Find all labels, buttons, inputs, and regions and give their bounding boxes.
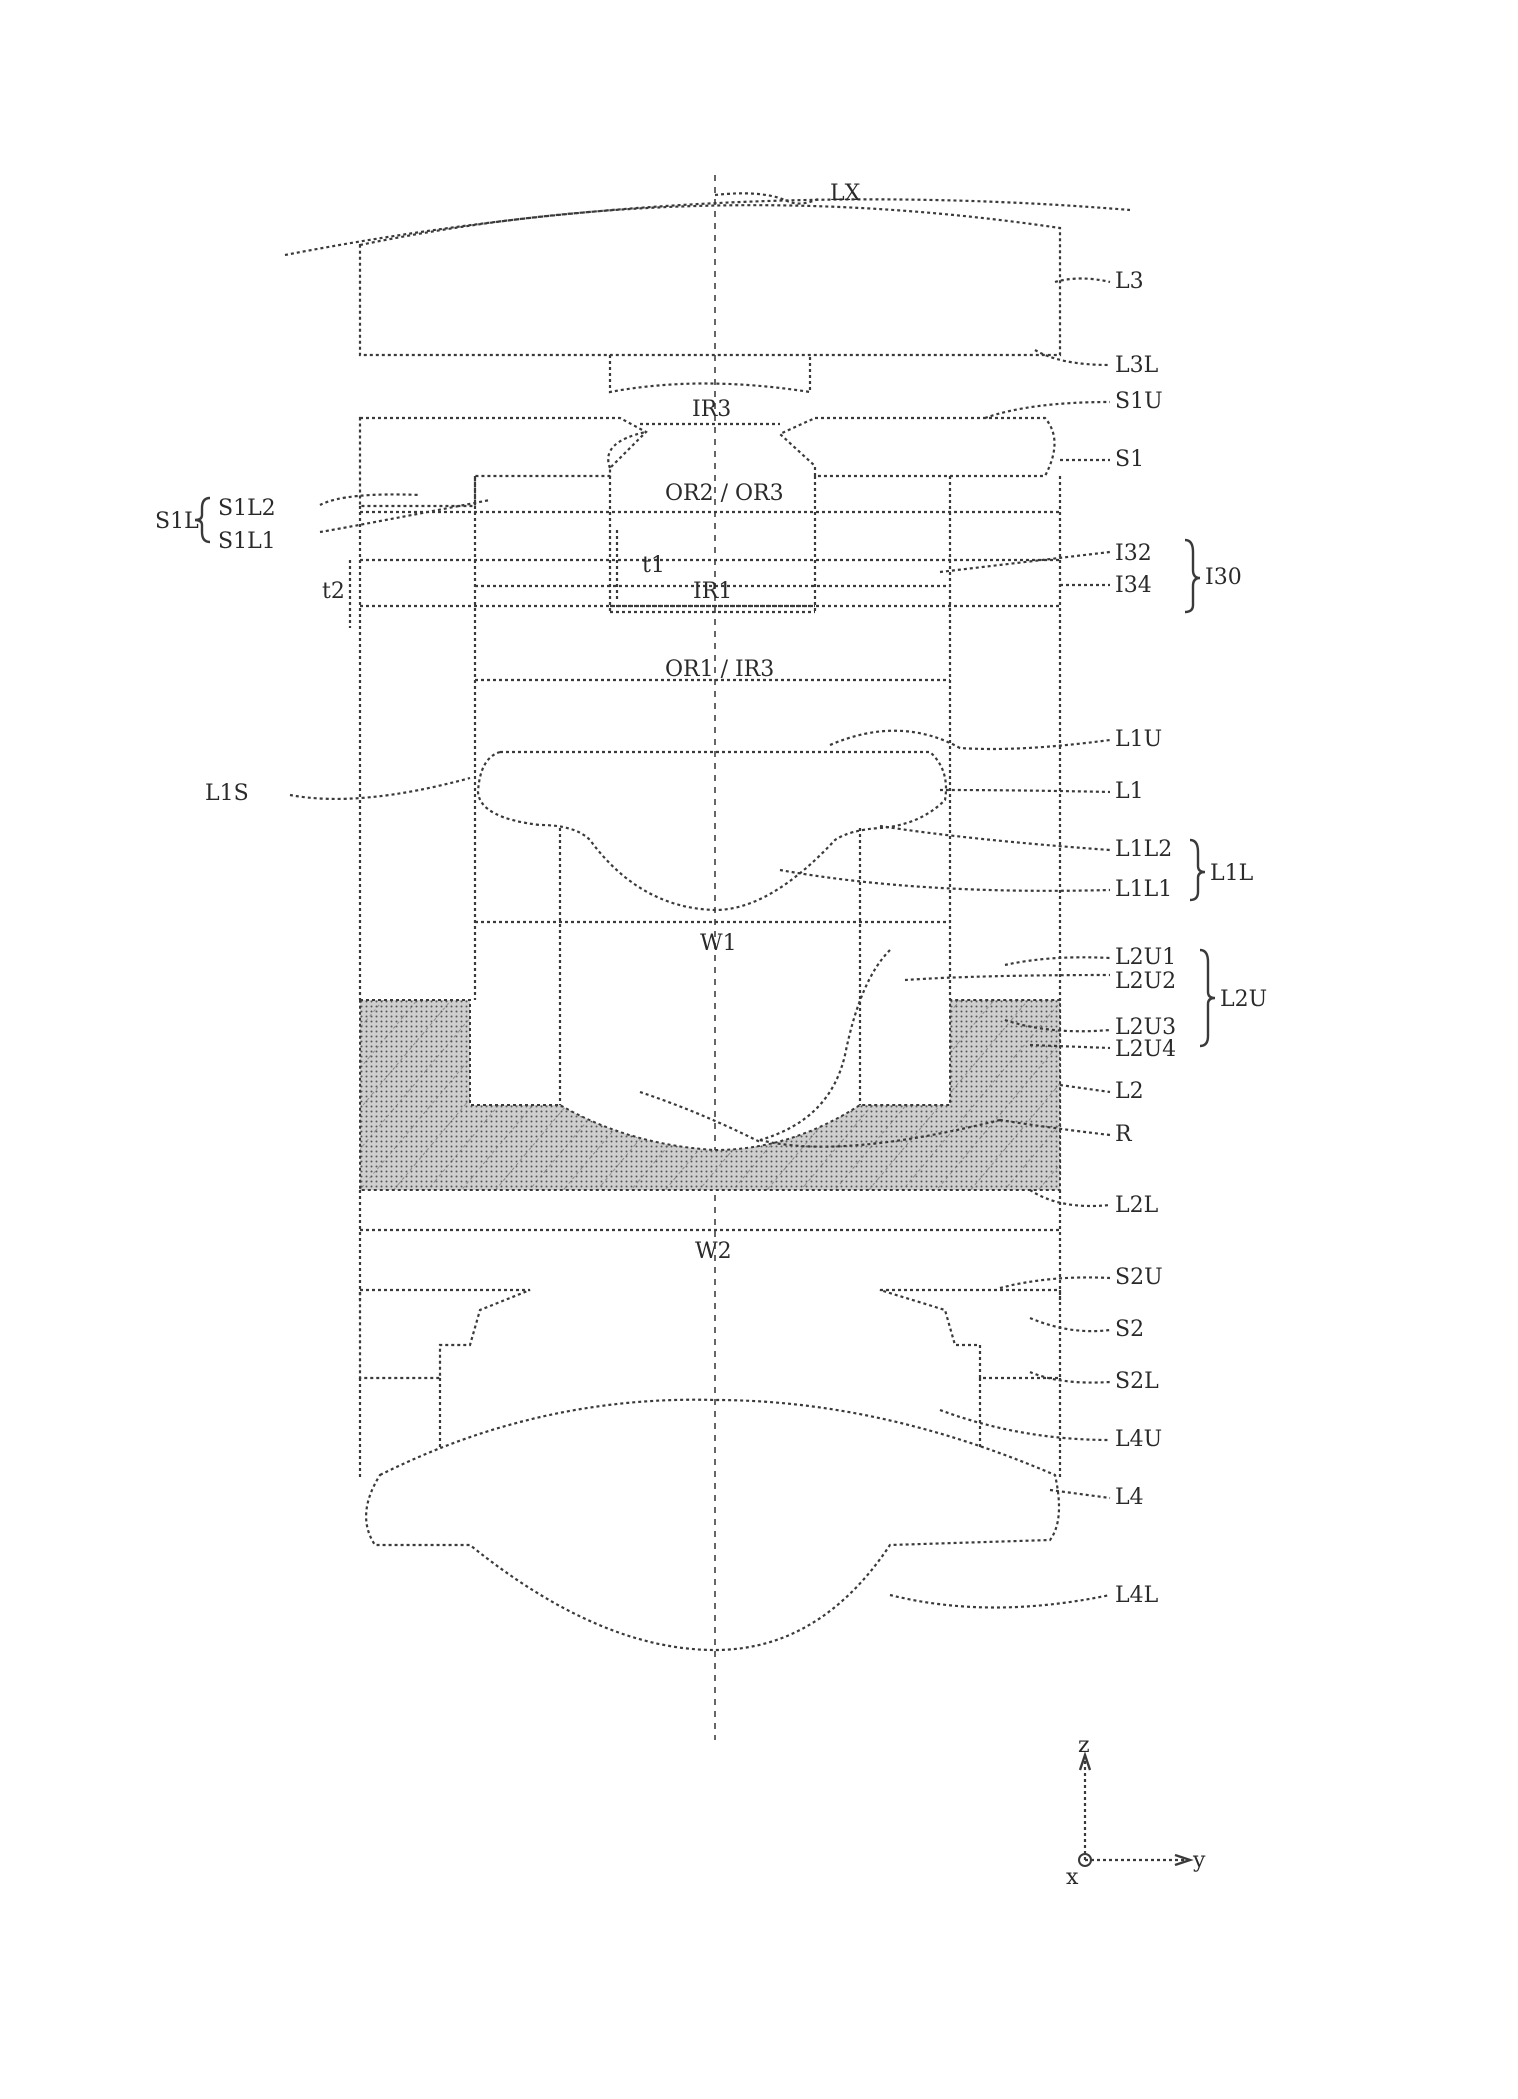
coordinate-axes xyxy=(1079,1755,1190,1866)
label-l1u: L1U xyxy=(1115,727,1162,752)
label-l1l2: L1L2 xyxy=(1115,837,1172,862)
label-l2u4: L2U4 xyxy=(1115,1037,1176,1062)
label-l3l: L3L xyxy=(1115,353,1159,378)
spacer-s2 xyxy=(360,1290,1060,1378)
label-l4u: L4U xyxy=(1115,1427,1162,1452)
label-or1-ir3: OR1 / IR3 xyxy=(665,657,774,682)
label-s1: S1 xyxy=(1115,447,1144,472)
label-s2l: S2L xyxy=(1115,1369,1159,1394)
label-l1l1: L1L1 xyxy=(1115,877,1172,902)
label-axis-x: x xyxy=(1066,1865,1079,1890)
brace-l1l xyxy=(1190,840,1205,900)
label-s1l2: S1L2 xyxy=(218,496,276,521)
label-t2: t2 xyxy=(322,579,345,604)
label-ir3-top: IR3 xyxy=(692,397,731,422)
label-i34: I34 xyxy=(1115,573,1152,598)
label-l2u: L2U xyxy=(1220,987,1267,1012)
lens-l2 xyxy=(360,950,1060,1190)
label-l2: L2 xyxy=(1115,1079,1144,1104)
label-l4: L4 xyxy=(1115,1485,1144,1510)
label-l2l: L2L xyxy=(1115,1193,1159,1218)
label-ir1: IR1 xyxy=(693,579,732,604)
label-l1s: L1S xyxy=(205,781,249,806)
label-l2u2: L2U2 xyxy=(1115,969,1176,994)
label-w1: W1 xyxy=(700,931,737,956)
lens-l4 xyxy=(366,1400,1059,1650)
label-s1l1: S1L1 xyxy=(218,529,276,554)
label-l3: L3 xyxy=(1115,269,1144,294)
label-r: R xyxy=(1115,1122,1133,1147)
label-w2: W2 xyxy=(695,1239,732,1264)
label-l4l: L4L xyxy=(1115,1583,1159,1608)
brace-l2u xyxy=(1200,950,1215,1046)
label-or2-or3: OR2 / OR3 xyxy=(665,481,784,506)
brace-i30 xyxy=(1185,540,1200,612)
label-l2u1: L2U1 xyxy=(1115,945,1176,970)
label-i32: I32 xyxy=(1115,541,1152,566)
label-axis-y: y xyxy=(1192,1848,1206,1873)
label-lx: LX xyxy=(830,181,861,206)
label-s1l: S1L xyxy=(155,509,199,534)
label-t1: t1 xyxy=(642,553,665,578)
label-i30: I30 xyxy=(1205,565,1242,590)
label-s2: S2 xyxy=(1115,1317,1144,1342)
lens-l3 xyxy=(285,199,1130,392)
label-s2u: S2U xyxy=(1115,1265,1163,1290)
label-s1u: S1U xyxy=(1115,389,1163,414)
label-l1: L1 xyxy=(1115,779,1144,804)
label-l1l: L1L xyxy=(1210,861,1254,886)
label-axis-z: z xyxy=(1078,1733,1090,1758)
